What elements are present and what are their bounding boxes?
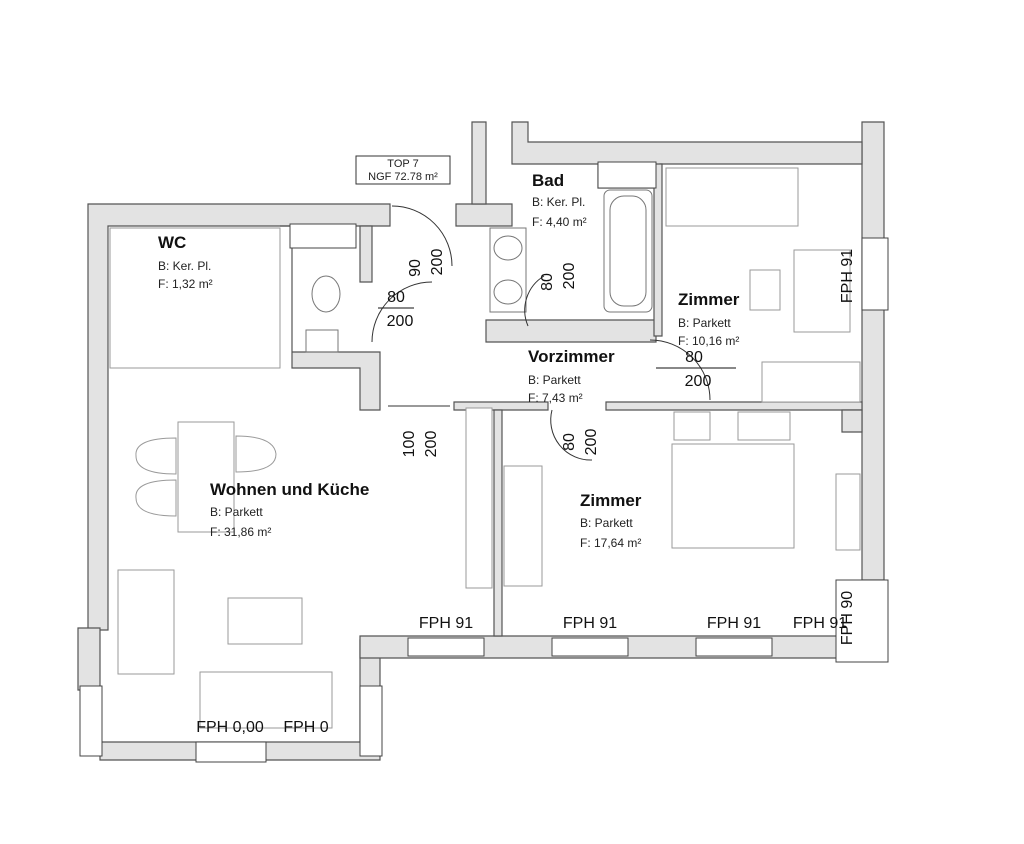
door-dim-width: 80 [387,289,405,306]
sofa-bottom [199,671,333,729]
sink-1 [493,235,523,261]
door-swing-room [649,339,711,401]
room-floor-vorzimmer: B: Parkett [528,373,581,387]
nightstand-2 [737,411,791,441]
bathtub-inner [609,195,647,307]
window-room-right [861,237,889,311]
door-dim-width: 80 [561,433,578,451]
unit-label: TOP 7 NGF 72.78 m² [355,155,451,185]
wc-toilet [311,275,341,313]
door-swing-wc [391,205,453,267]
wall-hall-bath [485,319,657,343]
room-floor-zimmer-2: B: Parkett [580,516,633,530]
side-board [835,473,861,551]
wall-wc [280,225,381,411]
door-dim-height: 200 [561,263,578,290]
wall-shaft-left [471,121,487,205]
window-bay-right [359,685,383,757]
door-swing-bedroom [550,409,593,461]
window-label: FPH 0,00 [196,719,264,736]
room-name-zimmer-1: Zimmer [678,290,740,309]
wall-bath-room [653,163,663,337]
wall-shaft [455,203,513,227]
window-wc [289,223,357,249]
wall-right [861,121,885,581]
bed-single [665,167,799,227]
coffee-table [227,597,303,645]
door-swing-bath [524,275,545,327]
cabinet-hall [465,407,493,589]
dining-chair-1 [135,437,177,475]
unit-ngf: NGF 72.78 m² [368,171,438,183]
bathtub [603,189,653,313]
room-floor-zimmer-1: B: Parkett [678,316,731,330]
wall-room-divider [493,409,503,637]
wall-right-stub [841,409,863,433]
nightstand-1 [673,411,711,441]
window-label: FPH 91 [839,249,856,303]
room-area-wc: F: 1,32 m² [158,277,213,291]
doors [371,205,711,461]
chair-desk [749,269,781,311]
dining-chair-3 [235,435,277,473]
door-dim-height: 200 [387,313,414,330]
sofa-left [117,569,175,675]
door-dim-width: 80 [685,349,703,366]
wall-left-lower [77,627,101,691]
unit-top: TOP 7 [387,158,418,170]
wardrobe-small [761,361,861,403]
window-bath [597,161,657,189]
room-floor-bad: B: Ker. Pl. [532,195,585,209]
window-bottom-2 [551,637,629,657]
door-dim-height: 200 [685,373,712,390]
room-name-zimmer-2: Zimmer [580,491,642,510]
door-dim-width: 80 [539,273,556,291]
door-swing-wc-2 [371,281,433,343]
window-bay-bottom [195,741,267,763]
window-bay-left [79,685,103,757]
window-label: FPH 91 [419,615,473,632]
room-floor-wohnen: B: Parkett [210,505,263,519]
room-area-vorzimmer: F: 7,43 m² [528,391,583,405]
room-floor-wc: B: Ker. Pl. [158,259,211,273]
door-dim-height: 200 [429,249,446,276]
room-area-zimmer-1: F: 10,16 m² [678,334,739,348]
room-area-wohnen: F: 31,86 m² [210,525,271,539]
room-area-bad: F: 4,40 m² [532,215,587,229]
sink-2 [493,279,523,305]
desk [793,249,851,333]
fixtures [109,167,861,729]
window-bottom-1 [407,637,485,657]
double-sink [489,227,527,313]
wardrobe-left [503,465,543,587]
door-dim-width: 90 [407,259,424,277]
wall-hall-bottom-right [605,401,863,411]
room-name-wohnen: Wohnen und Küche [210,480,369,499]
dining-chair-2 [135,479,177,517]
room-name-wc: WC [158,233,186,252]
window-label: FPH 91 [793,615,847,632]
door-dim-width: 100 [401,431,418,458]
room-name-vorzimmer: Vorzimmer [528,347,615,366]
window-label: FPH 91 [707,615,761,632]
wc-sink [305,329,339,353]
door-dim-height: 200 [423,431,440,458]
window-label: FPH 0 [283,719,328,736]
door-dim-height: 200 [583,429,600,456]
window-bottom-3 [695,637,773,657]
room-area-zimmer-2: F: 17,64 m² [580,536,641,550]
window-corner [835,579,889,663]
window-label: FPH 90 [839,591,856,645]
wall-wc-right [359,225,373,283]
window-label: FPH 91 [563,615,617,632]
double-bed [671,443,795,549]
room-name-bad: Bad [532,171,564,190]
kitchen-counter [109,227,281,369]
windows [79,161,889,763]
dining-table [177,421,235,533]
